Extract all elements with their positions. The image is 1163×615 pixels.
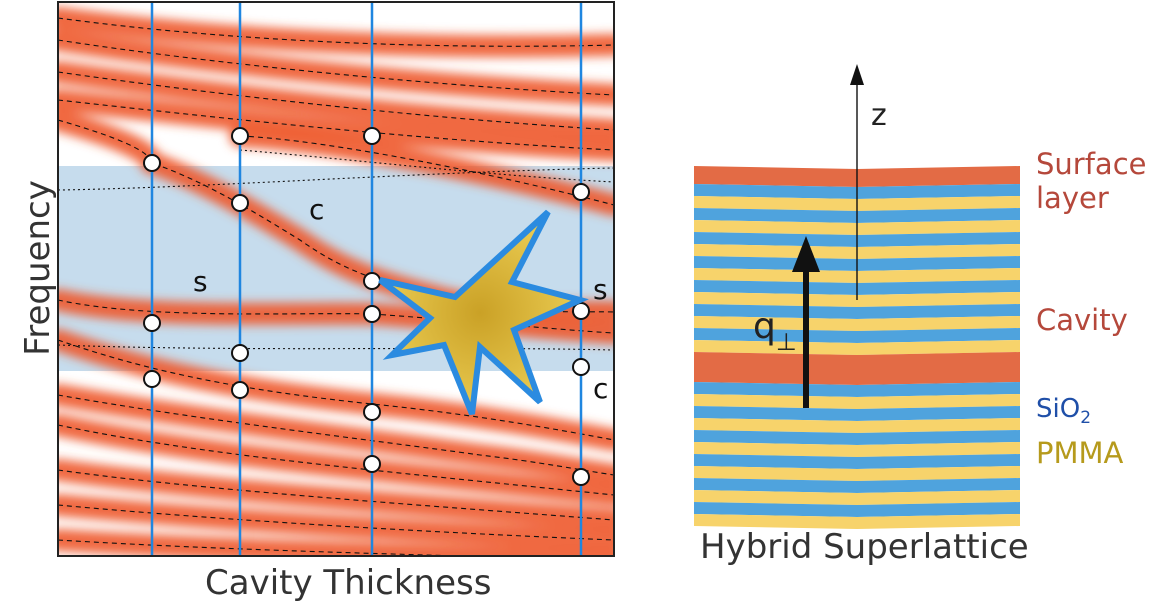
mode-core bbox=[58, 469, 614, 521]
mode-marker bbox=[231, 194, 249, 212]
mode-marker bbox=[363, 403, 381, 421]
stack-layer bbox=[694, 406, 1020, 421]
stack-layer bbox=[694, 394, 1020, 409]
sio2-subscript: 2 bbox=[1080, 408, 1092, 429]
y-axis-label: Frequency bbox=[18, 180, 58, 356]
mode-core bbox=[58, 39, 614, 96]
superlattice-title: Hybrid Superlattice bbox=[700, 527, 1029, 567]
stack-layer bbox=[694, 454, 1020, 469]
mode-marker bbox=[363, 455, 381, 473]
wavevector-symbol: q bbox=[753, 306, 776, 347]
surface-layer-label-line1: Surface bbox=[1036, 147, 1147, 181]
mode-marker bbox=[143, 154, 161, 172]
mode-marker bbox=[363, 272, 381, 290]
z-axis-arrowhead bbox=[850, 64, 864, 85]
stack-layer bbox=[694, 340, 1020, 355]
wavevector-arrowhead bbox=[792, 236, 820, 272]
mode-cores bbox=[58, 17, 614, 556]
stack-layer bbox=[694, 328, 1020, 343]
stack-layer bbox=[694, 502, 1020, 517]
stack-layer bbox=[694, 304, 1020, 319]
mode-core bbox=[58, 394, 614, 476]
mode-band bbox=[58, 529, 614, 556]
z-axis-label: z bbox=[871, 98, 887, 133]
region-label-s-right: s bbox=[593, 273, 608, 306]
cavity-layer-label: Cavity bbox=[1036, 303, 1128, 337]
mode-marker bbox=[231, 381, 249, 399]
mode-marker bbox=[572, 358, 590, 376]
mode-band bbox=[58, 494, 614, 551]
sio2-layer-label: SiO2 bbox=[1036, 394, 1091, 428]
wavevector-subscript: ⊥ bbox=[775, 328, 797, 356]
plot-frame bbox=[57, 1, 615, 557]
stack-layer bbox=[694, 316, 1020, 331]
stack-layer bbox=[694, 466, 1020, 481]
stack-layer bbox=[694, 382, 1020, 397]
x-axis-label: Cavity Thickness bbox=[205, 563, 492, 603]
surface-layer-label-line2: layer bbox=[1036, 181, 1109, 215]
mode-core bbox=[239, 135, 614, 206]
mode-band bbox=[58, 7, 614, 58]
mode-marker bbox=[363, 305, 381, 323]
mode-marker bbox=[143, 370, 161, 388]
mode-marker bbox=[572, 302, 590, 320]
stack-layer bbox=[694, 514, 1020, 529]
mode-core bbox=[58, 119, 614, 313]
dispersion-plot bbox=[58, 2, 614, 556]
stack-layer bbox=[694, 352, 1020, 385]
stack-layer bbox=[694, 490, 1020, 505]
mode-marker bbox=[363, 127, 381, 145]
surface-layer-label: Surface layer bbox=[1036, 147, 1146, 215]
mode-marker bbox=[231, 344, 249, 362]
region-label-s-left: s bbox=[193, 265, 208, 298]
stack-layer bbox=[694, 442, 1020, 457]
region-label-c-right: c bbox=[593, 372, 609, 405]
mode-core bbox=[58, 424, 614, 496]
mode-core bbox=[58, 99, 614, 151]
stack-layer bbox=[694, 478, 1020, 493]
mode-markers bbox=[143, 127, 590, 486]
mode-marker bbox=[572, 183, 590, 201]
pmma-layer-label: PMMA bbox=[1036, 436, 1124, 470]
mode-core bbox=[58, 71, 614, 131]
sio2-base: SiO bbox=[1036, 394, 1081, 424]
wavevector-label: q⊥ bbox=[753, 306, 797, 356]
region-label-c-upper: c bbox=[309, 193, 325, 226]
mode-marker bbox=[231, 127, 249, 145]
stack-layer bbox=[694, 418, 1020, 433]
star-shape bbox=[378, 209, 589, 416]
mode-marker bbox=[143, 314, 161, 332]
crossing-star bbox=[378, 209, 589, 416]
stack-layer bbox=[694, 430, 1020, 445]
mode-marker bbox=[572, 468, 590, 486]
